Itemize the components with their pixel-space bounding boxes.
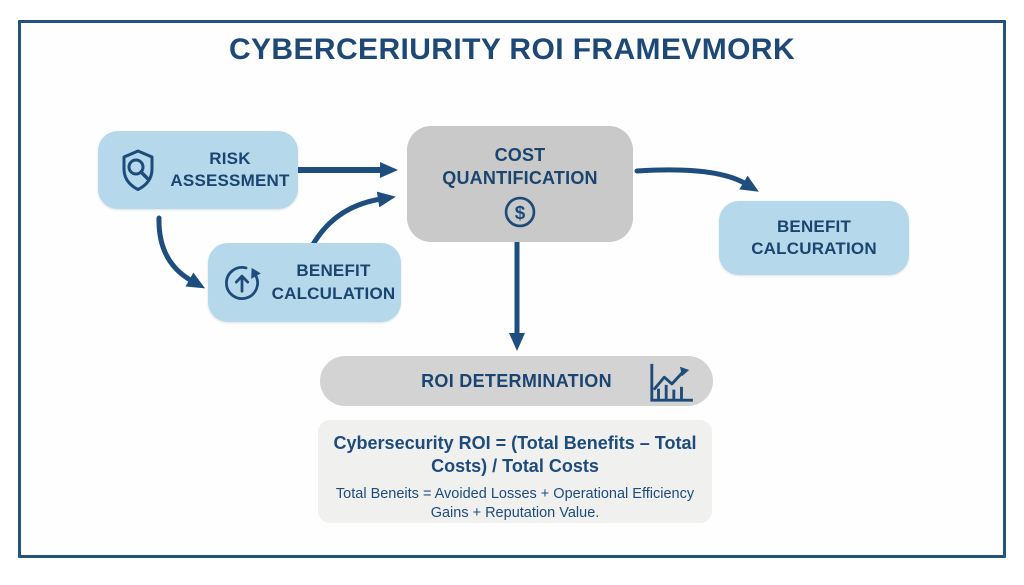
roi-formula-detail: Total Beneits = Avoided Losses + Operati… bbox=[335, 486, 695, 521]
trend-chart-icon bbox=[645, 360, 695, 404]
cost-quantification-label: COST QUANTIFICATION bbox=[442, 144, 598, 188]
roi-determination-label: ROI DETERMINATION bbox=[421, 370, 612, 391]
roi-formula-main: Cybersecurity ROI = (Total Benefits – To… bbox=[333, 433, 697, 476]
svg-text:$: $ bbox=[515, 203, 526, 224]
dollar-circle-icon: $ bbox=[502, 194, 538, 230]
growth-cycle-icon bbox=[220, 261, 264, 305]
benefit-calculation-box: BENEFIT CALCULATION bbox=[208, 243, 401, 322]
benefit-calcuration-box: BENEFIT CALCURATION bbox=[719, 201, 909, 275]
benefit-calculation-label: BENEFIT CALCULATION bbox=[271, 261, 396, 303]
cost-quantification-box: COST QUANTIFICATION $ bbox=[407, 126, 633, 242]
benefit-calcuration-label: BENEFIT CALCURATION bbox=[751, 216, 877, 258]
roi-formula-box: Cybersecurity ROI = (Total Benefits – To… bbox=[318, 420, 712, 523]
shield-magnifier-icon bbox=[114, 146, 162, 194]
risk-assessment-box: RISK ASSESSMENT bbox=[98, 131, 298, 209]
roi-determination-box: ROI DETERMINATION bbox=[320, 356, 713, 406]
risk-assessment-label: RISK ASSESSMENT bbox=[170, 148, 290, 190]
page-title: CYBERCERIURITY ROI FRAMEVMORK bbox=[228, 33, 796, 66]
